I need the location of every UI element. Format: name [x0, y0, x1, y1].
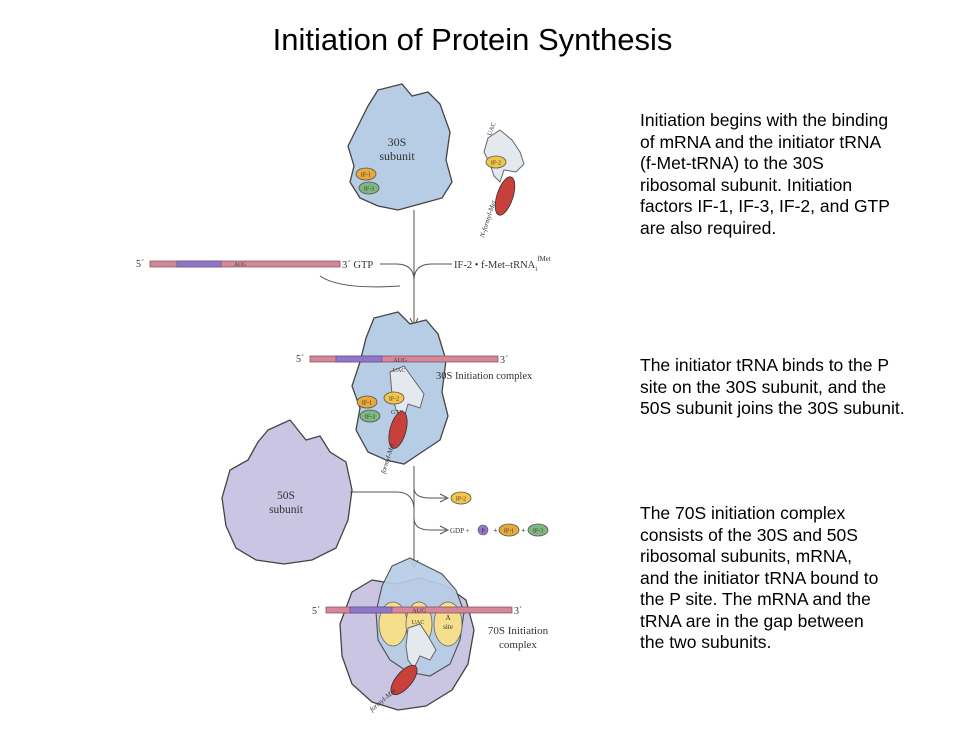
description-step-3: The 70S initiation complex consists of t…	[640, 503, 960, 654]
description-line: site on the 30S subunit, and the	[640, 376, 887, 397]
met-residue-2	[388, 411, 408, 449]
if3-factor-2	[359, 409, 381, 423]
release-arrowhead-1	[439, 493, 450, 503]
subunit-30s-free	[347, 83, 453, 211]
description-line: The initiator tRNA binds to the P	[640, 355, 890, 375]
plus-2: +	[521, 526, 526, 535]
fmet-trna-70s	[405, 623, 437, 669]
release-arrowhead-2	[439, 525, 450, 535]
released-if1-label: IF-1	[504, 529, 514, 535]
mrna-strand-2	[309, 355, 499, 363]
join-arrow	[350, 491, 415, 511]
if2-label-2: IF-2	[389, 397, 399, 403]
mrna-strand-3	[325, 606, 513, 614]
description-line: (f-Met-tRNA) to the 30S	[640, 153, 824, 173]
subunit-30s-label: 30S	[388, 135, 407, 149]
if2-factor-2	[383, 391, 405, 405]
description-line: 50S subunit joins the 30S subunit.	[640, 398, 905, 418]
mrna-codon-band	[176, 260, 222, 268]
description-line: the two subunits.	[640, 632, 772, 652]
subunit-50s-free	[221, 419, 353, 565]
description-line: of mRNA and the initiator tRNA	[640, 131, 882, 152]
mrna-codon-band-3	[349, 606, 393, 614]
released-if2	[450, 491, 472, 505]
if2-label: IF-2	[491, 161, 501, 167]
released-if3-label: IF-3	[533, 529, 543, 535]
page-title: Initiation of Protein Synthesis	[272, 22, 673, 57]
release-gdp-arrow	[413, 517, 446, 531]
mrna-3prime-label-2: 3´	[500, 355, 508, 366]
released-if3	[527, 523, 549, 537]
description-step-1: Initiation begins with the binding of mR…	[640, 110, 960, 239]
subunit-50s-label-2: subunit	[269, 504, 304, 516]
trna-arrow	[413, 263, 452, 281]
description-line: consists of the 30S and 50S	[640, 524, 858, 545]
mrna-5prime-label: 5´	[136, 259, 144, 270]
description-line: The 70S initiation complex	[640, 503, 846, 523]
if1-factor	[355, 167, 377, 181]
anticodon-label-3: UAC	[412, 620, 425, 626]
met-residue-3	[390, 664, 418, 696]
gdp-label: GDP +	[450, 527, 469, 535]
released-if1	[498, 523, 520, 537]
codon-label-3: AUG	[412, 608, 426, 615]
anticodon-label-2: UAC	[393, 368, 406, 374]
plus-1: +	[493, 526, 498, 535]
if1-label: IF-1	[361, 173, 371, 179]
subunit-50s-label: 50S	[277, 490, 295, 502]
mrna-5prime-label-3: 5´	[312, 606, 320, 617]
description-line: tRNA are in the gap between	[640, 610, 864, 631]
mrna-strand	[149, 260, 341, 268]
description-line: are also required.	[640, 217, 777, 238]
init-complex-30s-label: 30S Initiation complex	[436, 371, 533, 382]
mrna-5prime-label-2: 5´	[296, 354, 304, 365]
description-line: ribosomal subunits, mRNA,	[640, 546, 853, 566]
description-line: ribosomal subunit. Initiation	[640, 174, 853, 195]
if3-factor	[358, 181, 380, 195]
gtp-label: 3´ GTP	[342, 260, 373, 271]
init-complex-70s-label: 70S Initiation	[488, 625, 549, 637]
a-site-label-2: site	[443, 623, 453, 631]
if3-label-2: IF-3	[365, 415, 375, 421]
a-site-label: A	[445, 614, 450, 622]
if1-label-2: IF-1	[362, 401, 372, 407]
if3-label: IF-3	[364, 187, 374, 193]
mrna-3prime-label-3: 3´	[514, 606, 522, 617]
description-line: factors IF-1, IF-3, IF-2, and GTP	[640, 196, 890, 216]
description-line: the P site. The mRNA and the	[640, 589, 871, 609]
codon-label: AUG	[234, 262, 246, 268]
description-line: Initiation begins with the binding	[640, 110, 889, 130]
met-residue	[494, 176, 516, 216]
mrna-codon-band-2	[335, 355, 383, 363]
phosphate-label: P	[481, 529, 485, 535]
if1-factor-2	[356, 395, 378, 409]
description-line: and the initiator tRNA bound to	[640, 567, 879, 588]
if2-fmet-trna-label: IF-2 • f-Met–tRNAifMet	[454, 255, 551, 273]
anticodon-label: UAC	[486, 121, 497, 136]
gtp-small-label: GTP	[391, 409, 404, 416]
codon-label-2: AUG	[393, 357, 407, 364]
if2-factor	[485, 155, 507, 169]
release-if2-arrow	[413, 487, 446, 499]
mrna-arrow	[319, 275, 401, 288]
subunit-30s-label-2: subunit	[379, 149, 415, 163]
fmet-trna-free: IF-2 UAC N-formyl-Met	[478, 121, 525, 240]
gtp-arrow	[380, 263, 415, 281]
phosphate-icon	[477, 524, 489, 536]
released-if2-label: IF-2	[456, 497, 466, 503]
description-step-2: The initiator tRNA binds to the P site o…	[640, 355, 960, 420]
init-complex-70s-label-2: complex	[499, 639, 537, 651]
n-formyl-met-label: N-formyl-Met	[478, 199, 498, 240]
